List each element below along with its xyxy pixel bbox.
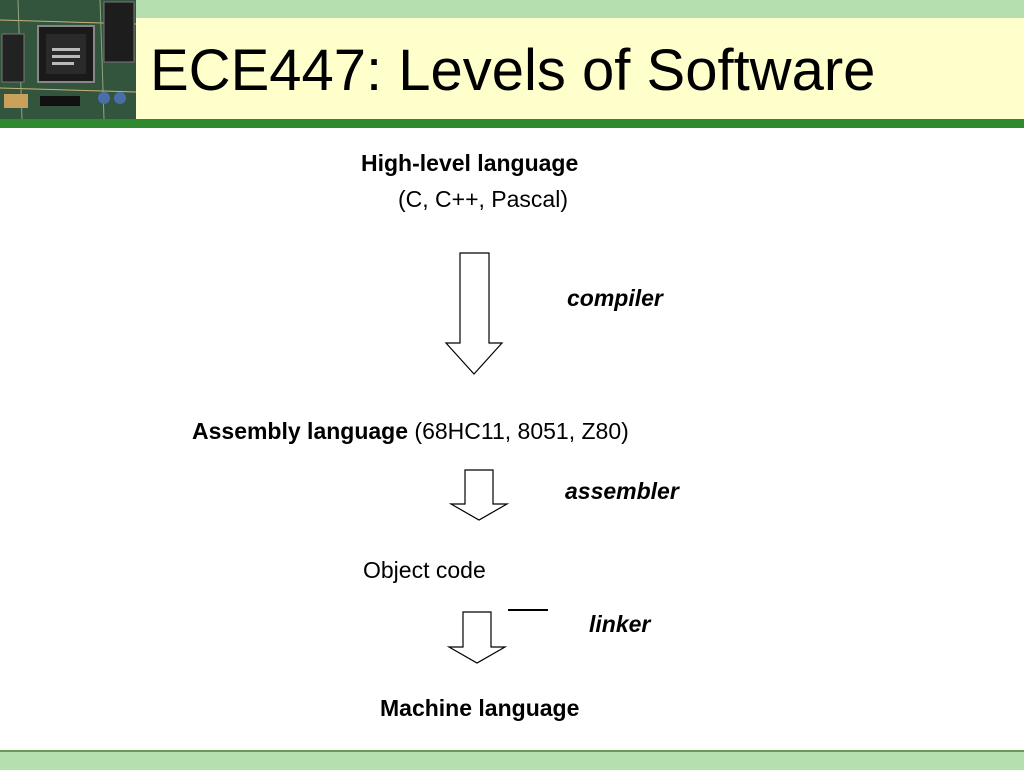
linker-label: linker <box>589 611 651 637</box>
bottom-strip <box>0 750 1024 770</box>
title-band <box>136 18 1024 119</box>
object-code-label: Object code <box>363 557 486 583</box>
high-level-language-examples: (C, C++, Pascal) <box>398 186 568 212</box>
assembly-language-examples: (68HC11, 8051, Z80) <box>414 418 629 444</box>
assembly-language-line: Assembly language (68HC11, 8051, Z80) <box>192 417 629 445</box>
compiler-arrow <box>444 252 504 375</box>
title-rule <box>0 119 1024 128</box>
assembler-arrow <box>448 469 510 521</box>
circuit-board-photo <box>0 0 136 119</box>
assembly-language-label: Assembly language <box>192 418 409 444</box>
assembler-label: assembler <box>565 478 679 504</box>
compiler-label: compiler <box>567 285 663 311</box>
machine-language-label: Machine language <box>380 695 580 721</box>
high-level-language-label: High-level language <box>361 150 579 176</box>
slide-title: ECE447: Levels of Software <box>150 38 876 103</box>
linker-arrow <box>446 611 508 664</box>
